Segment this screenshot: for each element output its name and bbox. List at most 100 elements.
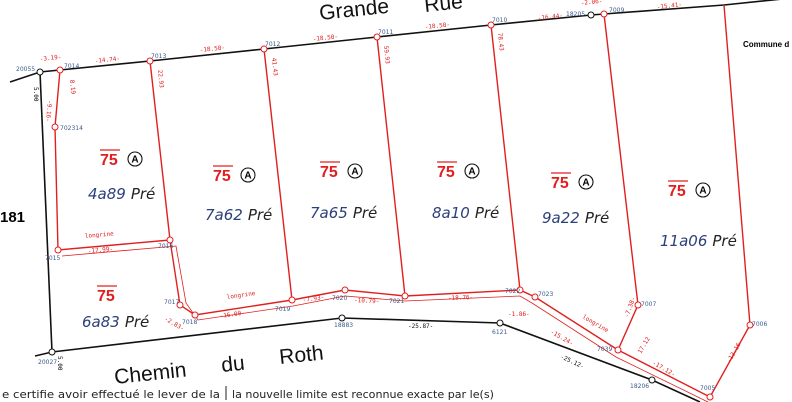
survey-point-marker[interactable]	[191, 311, 199, 319]
parcel-culture: Pré	[353, 204, 377, 222]
survey-point-label: 7013	[151, 53, 166, 60]
distance-label: 22.93	[156, 69, 165, 88]
survey-point-marker[interactable]	[746, 321, 754, 329]
distance-label: -18.50-	[312, 33, 338, 43]
section-number: 75	[668, 183, 686, 200]
survey-point-marker[interactable]	[614, 346, 622, 354]
survey-point-label: 7022	[505, 288, 520, 295]
distance-label: 5.00	[56, 356, 63, 371]
survey-point-label: 7012	[265, 41, 280, 48]
survey-point-label: 6121	[492, 329, 507, 336]
survey-point-marker[interactable]	[600, 10, 608, 18]
survey-point-label: 7014	[64, 63, 79, 70]
survey-point-marker[interactable]	[496, 319, 504, 327]
parcel-area: 6a83	[82, 313, 120, 331]
parcel-area: 8a10	[432, 204, 470, 222]
survey-point-marker[interactable]	[260, 45, 268, 53]
distance-label: 41.43	[270, 57, 279, 76]
lot-circle-icon	[127, 151, 143, 167]
distance-label: 17.12	[637, 336, 652, 355]
survey-point-marker[interactable]	[634, 301, 642, 309]
distance-label: -7.38-	[623, 296, 637, 319]
section-number: 75	[97, 288, 115, 305]
distance-label: -18.76-	[448, 294, 474, 302]
section-number: 75	[100, 152, 118, 169]
survey-point-label: 7009	[609, 7, 624, 14]
limit-east	[709, 4, 751, 398]
parcel-area: 7a65	[310, 204, 348, 222]
parcel-2[interactable]: 75 A 7a62 Pré	[205, 165, 272, 224]
survey-point-marker[interactable]	[51, 123, 59, 131]
lot-letter: A	[244, 171, 251, 182]
limit-7011	[376, 36, 406, 297]
survey-point-marker[interactable]	[706, 393, 714, 401]
commune-label: Commune d	[743, 40, 789, 49]
limit-7010	[490, 24, 521, 291]
longrine-strip	[61, 245, 709, 402]
survey-point-marker[interactable]	[54, 246, 62, 254]
survey-point-marker[interactable]	[288, 296, 296, 304]
parcel-culture: Pré	[131, 185, 155, 203]
longrine-label: longrine	[226, 290, 256, 301]
lot-letter: A	[131, 155, 138, 166]
survey-point-label: 18205	[566, 11, 585, 18]
survey-point-marker[interactable]	[341, 286, 349, 294]
lot-letter: A	[351, 167, 358, 178]
survey-point-marker[interactable]	[516, 286, 524, 294]
survey-point-marker[interactable]	[338, 314, 346, 322]
west-boundary	[39, 71, 53, 353]
survey-point-label: 7015	[45, 255, 60, 262]
parcel-culture: Pré	[475, 204, 499, 222]
survey-point-marker[interactable]	[48, 348, 56, 356]
survey-point-marker[interactable]	[56, 66, 64, 74]
survey-point-marker[interactable]	[373, 33, 381, 41]
distance-label: 78.43	[496, 32, 505, 51]
distance-label: -15.24-	[549, 329, 574, 348]
certification-text: e certifie avoir effectué le lever de la	[2, 388, 220, 401]
distance-label: -10.79-	[354, 297, 380, 305]
parcel-area-culture: 7a65 Pré	[310, 204, 377, 222]
survey-point-marker[interactable]	[587, 11, 595, 19]
parcel-area: 7a62	[205, 206, 243, 224]
section-number: 75	[437, 164, 455, 181]
parcel-area-culture: 7a62 Pré	[205, 206, 272, 224]
limit-7012	[263, 48, 293, 301]
distance-label: 5.00	[32, 87, 39, 102]
lot-circle-icon	[464, 163, 480, 179]
lot-circle-icon	[578, 174, 594, 190]
survey-point-marker[interactable]	[166, 236, 174, 244]
road-name-chemin: Chemin	[113, 359, 187, 389]
survey-point-marker[interactable]	[176, 301, 184, 309]
distance-label: -13.16-	[726, 339, 745, 364]
acknowledgement-text: la nouvelle limite est reconnue exacte p…	[232, 388, 494, 401]
survey-point-marker[interactable]	[401, 292, 409, 300]
survey-point-label: 7006	[752, 321, 767, 328]
distance-label: -15.41-	[656, 1, 682, 11]
survey-point-label: 7019	[275, 306, 290, 313]
survey-point-label: 20055	[16, 66, 35, 73]
section-number: 75	[213, 168, 231, 185]
survey-point-label: 20027	[38, 359, 57, 366]
survey-point-marker[interactable]	[531, 293, 539, 301]
distance-label: -7.93-	[302, 294, 324, 304]
survey-point-marker[interactable]	[487, 21, 495, 29]
survey-point-label: 7005	[700, 385, 715, 392]
distance-label: 8.19	[68, 79, 77, 94]
distance-label: -14.74-	[94, 55, 120, 65]
parcel-culture: Pré	[248, 206, 272, 224]
survey-point-marker[interactable]	[36, 68, 44, 76]
survey-point-label: 7011	[378, 29, 393, 36]
survey-point-marker[interactable]	[146, 57, 154, 65]
neighbor-parcel-number: 181	[0, 209, 25, 226]
distance-label: 59.93	[382, 45, 391, 64]
parcel-culture: Pré	[712, 232, 736, 250]
survey-point-marker[interactable]	[648, 376, 656, 384]
